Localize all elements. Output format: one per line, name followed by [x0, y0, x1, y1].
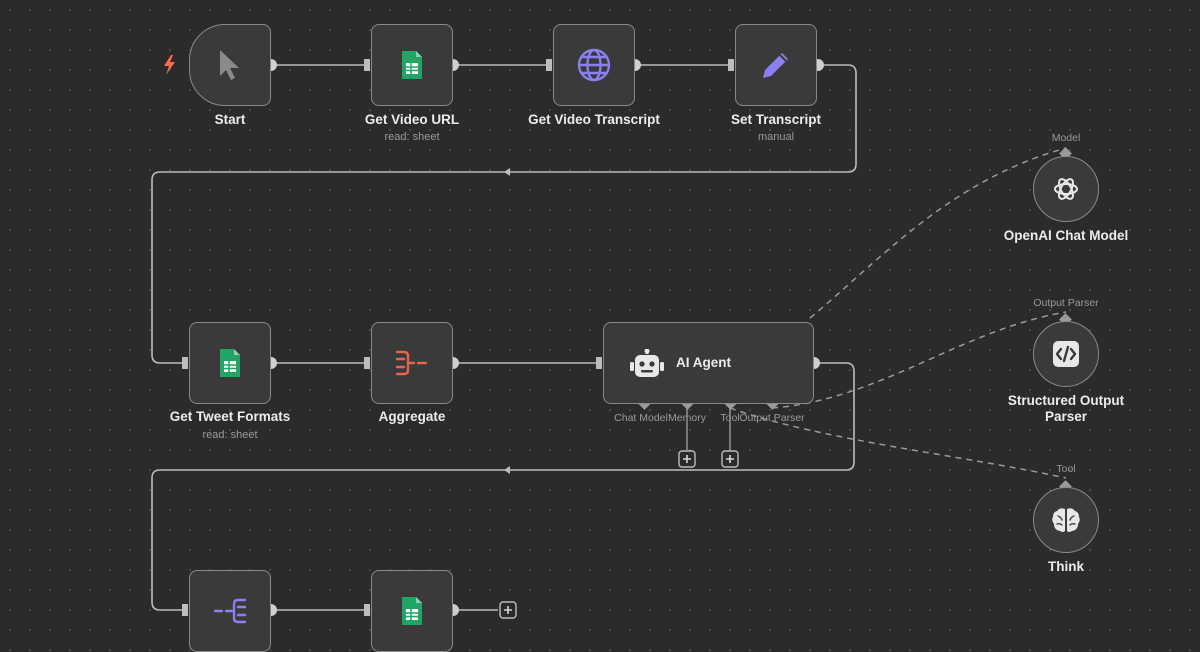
structured-output-parser-label: Structured Output Parser [1007, 393, 1125, 424]
chat-model-port-label: Chat Model [614, 412, 668, 424]
google-sheets-icon [402, 597, 422, 625]
input-port [182, 357, 188, 369]
get-tweet-formats-sublabel: read: sheet [202, 429, 258, 441]
parser-port-label: Output Parser [1033, 297, 1099, 309]
pencil-icon [763, 53, 788, 78]
connection-think-to-agent[interactable] [729, 407, 1067, 479]
globe-icon [577, 48, 611, 82]
brain-icon [1052, 508, 1080, 532]
aggregate-label: Aggregate [378, 409, 446, 424]
set-transcript-sublabel: manual [757, 131, 795, 143]
add-memory-button[interactable] [678, 450, 696, 468]
start-label: Start [214, 112, 246, 127]
get-video-url-label: Get Video URL [364, 112, 460, 127]
aggregate-node[interactable] [371, 322, 453, 404]
add-tool-button[interactable] [721, 450, 739, 468]
start-node[interactable] [189, 24, 271, 106]
split-out-node[interactable] [189, 570, 271, 652]
add-node-button[interactable] [499, 601, 517, 619]
connection-parser-to-agent[interactable] [771, 311, 1067, 409]
google-sheets-icon [402, 51, 422, 79]
aggregate-icon [395, 350, 428, 376]
memory-port-label: Memory [668, 412, 706, 424]
openai-chat-model-label: OpenAI Chat Model [1003, 228, 1129, 243]
connection-transcript-to-set-transcript[interactable] [635, 59, 734, 71]
get-video-transcript-node[interactable] [553, 24, 635, 106]
save-tweets-sheet-node[interactable] [371, 570, 453, 652]
set-transcript-node[interactable] [735, 24, 817, 106]
think-port-label: Tool [1056, 463, 1076, 475]
set-transcript-label: Set Transcript [730, 112, 822, 127]
connection-start-to-get-video-url[interactable] [271, 59, 370, 71]
connection-ai-agent-to-split-out[interactable] [151, 362, 855, 611]
output-parser-port-label: Output Parser [739, 412, 805, 424]
google-sheets-icon [220, 349, 240, 377]
connection-aggregate-to-ai-agent[interactable] [453, 357, 602, 369]
get-video-url-node[interactable] [371, 24, 453, 106]
openai-chat-model-node[interactable] [1033, 156, 1099, 222]
flow-arrow-icon [504, 466, 510, 474]
connection-get-video-url-to-transcript[interactable] [453, 59, 552, 71]
think-label: Think [1048, 559, 1084, 574]
get-video-transcript-label: Get Video Transcript [528, 112, 660, 127]
robot-icon [630, 349, 664, 377]
get-video-url-sublabel: read: sheet [384, 131, 440, 143]
connection-tweet-formats-to-aggregate[interactable] [271, 357, 370, 369]
input-port [182, 604, 188, 616]
think-node[interactable] [1033, 487, 1099, 553]
flow-arrow-icon [504, 168, 510, 176]
cursor-icon [220, 50, 239, 80]
openai-icon [1054, 178, 1078, 200]
get-tweet-formats-node[interactable] [189, 322, 271, 404]
connection-openai-to-agent[interactable] [809, 147, 1067, 319]
structured-output-parser-node[interactable] [1033, 321, 1099, 387]
tool-port-label: Tool [720, 412, 740, 424]
code-icon [1053, 341, 1079, 367]
connection-set-transcript-to-get-tweet-formats[interactable] [151, 64, 857, 364]
split-out-icon [213, 598, 247, 624]
connection-split-out-to-sheet[interactable] [271, 604, 370, 616]
ai-agent-node[interactable]: AI Agent [603, 322, 814, 404]
model-port-label: Model [1051, 132, 1081, 144]
ai-agent-label: AI Agent [676, 355, 731, 370]
get-tweet-formats-label: Get Tweet Formats [169, 409, 291, 424]
lightning-icon [164, 55, 175, 75]
